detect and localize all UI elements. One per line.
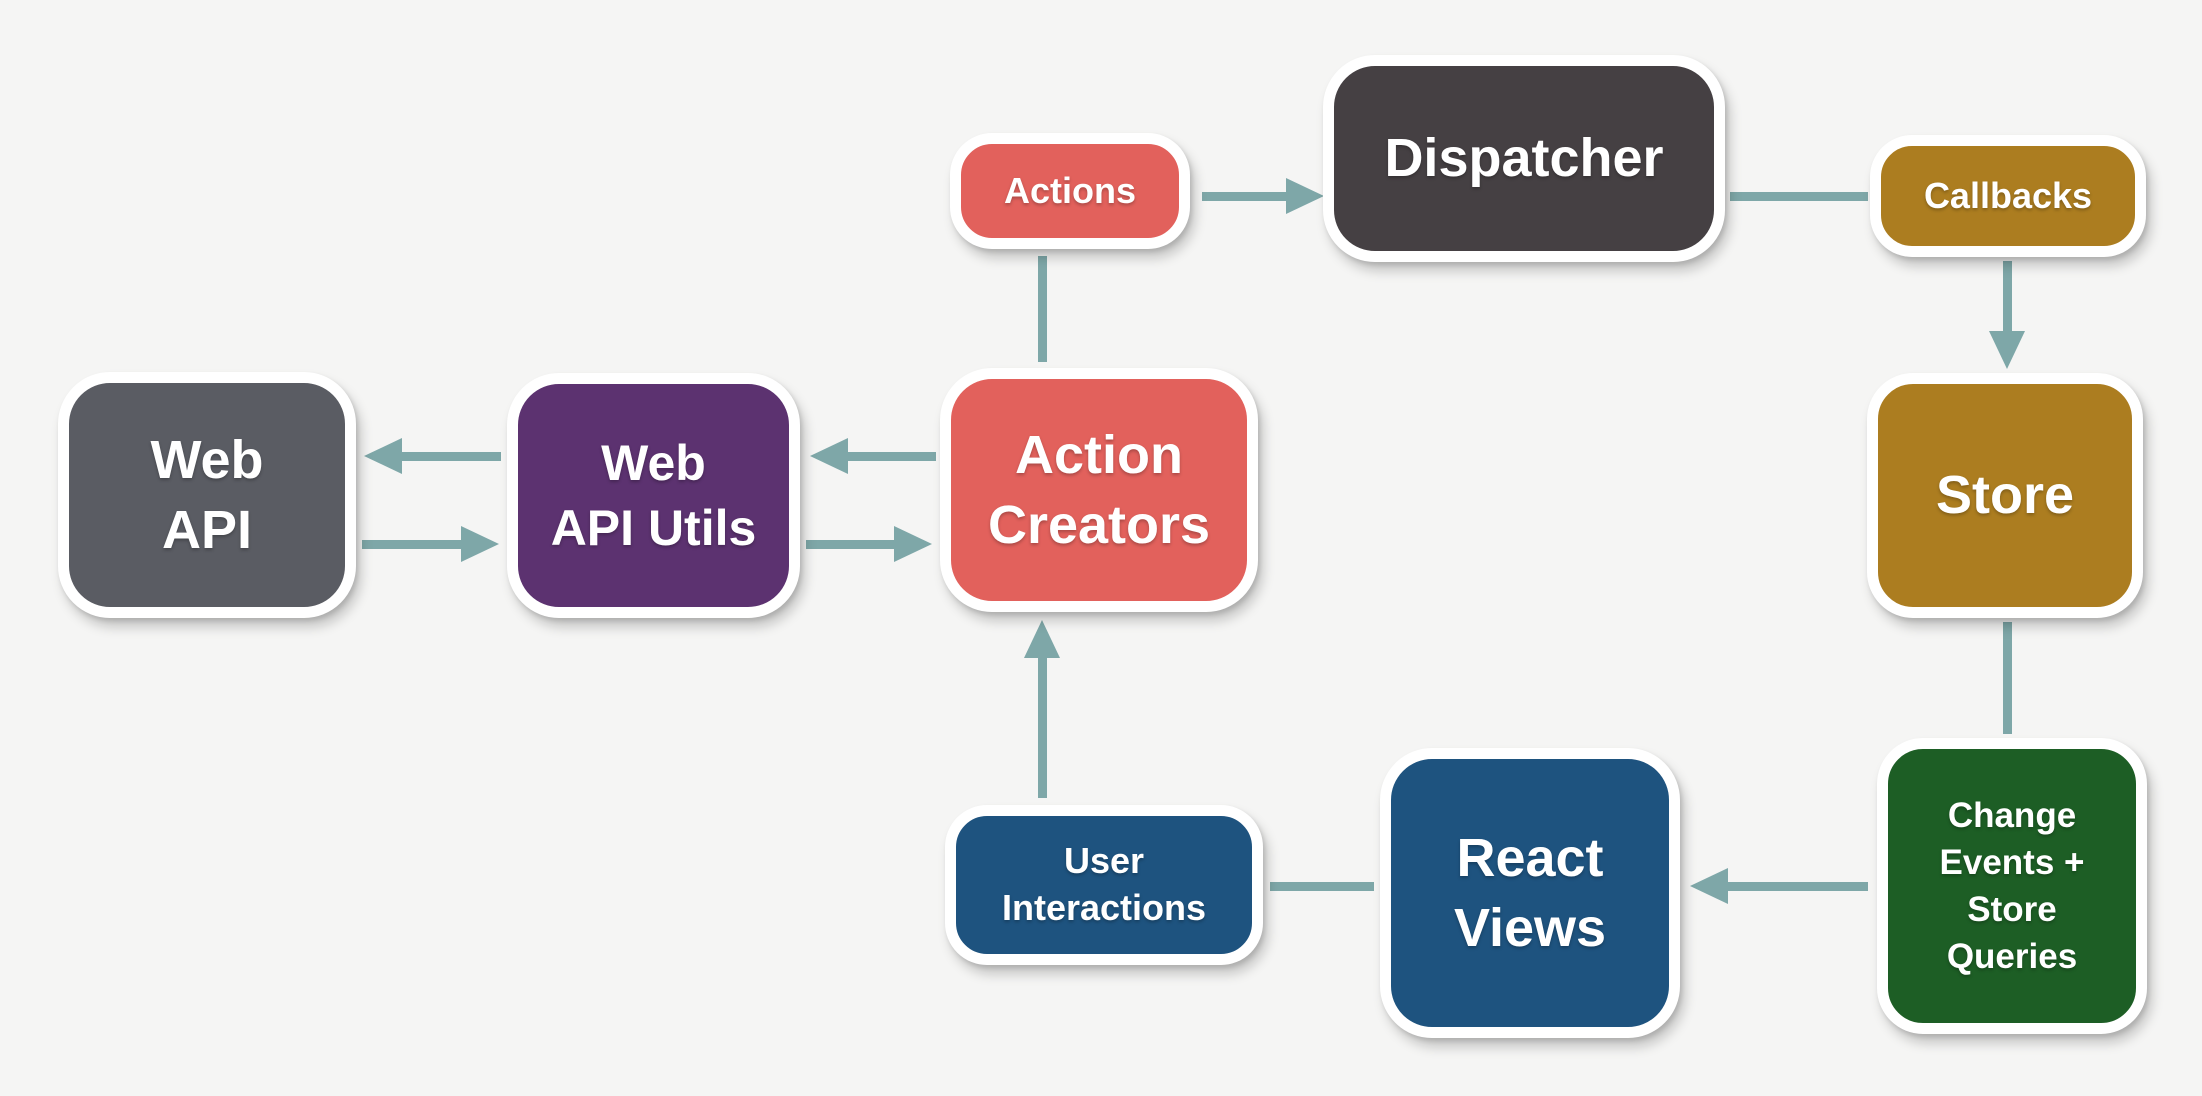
node-callbacks: Callbacks	[1870, 135, 2146, 257]
node-user-interactions: User Interactions	[945, 805, 1263, 965]
edge-dispatcher-to-callbacks-line	[1730, 192, 1868, 201]
edge-callbacks-to-store-arrowhead	[1989, 331, 2025, 369]
edge-user-interactions-to-action-creators-arrowhead	[1024, 620, 1060, 658]
node-web-api: Web API	[58, 372, 356, 618]
node-action-creators: Action Creators	[940, 368, 1258, 612]
edge-user-interactions-to-action-creators-line	[1038, 658, 1047, 798]
edge-react-views-to-user-interactions-line	[1270, 882, 1374, 891]
node-web-api-label: Web API	[150, 429, 264, 560]
edge-callbacks-to-store-line	[2003, 261, 2012, 331]
node-web-api-utils: Web API Utils	[507, 373, 800, 618]
edge-action-creators-to-web-api-utils-line	[848, 452, 936, 461]
node-callbacks-label: Callbacks	[1923, 174, 2093, 216]
edge-store-to-change-events-line	[2003, 622, 2012, 734]
edge-actions-to-dispatcher-arrowhead	[1286, 178, 1324, 214]
edge-web-api-utils-to-web-api-line	[402, 452, 501, 461]
edge-web-api-utils-to-action-creators-arrowhead	[894, 526, 932, 562]
edge-change-events-to-react-views-arrowhead	[1690, 868, 1728, 904]
edge-action-creators-to-web-api-utils-arrowhead	[810, 438, 848, 474]
edge-change-events-to-react-views-line	[1728, 882, 1868, 891]
node-actions: Actions	[950, 133, 1190, 249]
edge-web-api-utils-to-action-creators-line	[806, 540, 894, 549]
node-actions-label: Actions	[1003, 169, 1136, 211]
node-action-creators-label: Action Creators	[987, 424, 1211, 555]
node-store: Store	[1867, 373, 2143, 618]
node-user-interactions-label: User Interactions	[1001, 840, 1207, 928]
node-react-views: React Views	[1380, 748, 1680, 1038]
node-store-label: Store	[1935, 465, 2075, 526]
node-dispatcher-label: Dispatcher	[1384, 128, 1664, 189]
node-web-api-utils-label: Web API Utils	[550, 434, 757, 556]
edge-web-api-utils-to-web-api-arrowhead	[364, 438, 402, 474]
edge-action-creators-to-actions-line	[1038, 256, 1047, 362]
edge-web-api-to-web-api-utils-arrowhead	[461, 526, 499, 562]
node-change-events-label: Change Events + Store Queries	[1939, 795, 2085, 977]
node-react-views-label: React Views	[1453, 827, 1607, 958]
edge-actions-to-dispatcher-line	[1202, 192, 1286, 201]
edge-web-api-to-web-api-utils-line	[362, 540, 461, 549]
node-dispatcher: Dispatcher	[1323, 55, 1725, 262]
node-change-events: Change Events + Store Queries	[1877, 738, 2147, 1034]
